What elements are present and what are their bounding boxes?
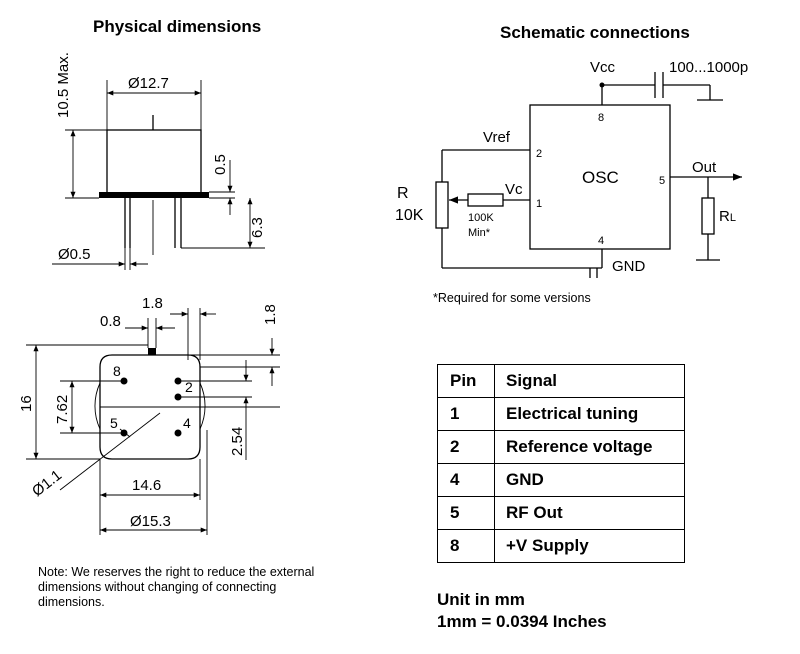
physical-title: Physical dimensions [93, 17, 261, 36]
pin-num-8: 8 [598, 112, 604, 124]
table-row: 4 GND [437, 463, 685, 497]
table-cell-pin: 1 [437, 397, 495, 431]
table-cell-pin: 4 [437, 463, 495, 497]
label-vc: Vc [505, 181, 523, 198]
dim-diameter-body: Ø12.7 [128, 75, 169, 92]
label-series-resistor-note: Min* [468, 227, 491, 239]
label-resistor-r: R [397, 185, 409, 202]
label-capacitor: 100...1000p [669, 59, 748, 76]
pin-table: Pin Signal 1 Electrical tuning 2 Referen… [437, 364, 685, 563]
table-row: 8 +V Supply [437, 529, 685, 563]
label-out: Out [692, 159, 717, 176]
dim-hole-diameter: Ø1.1 [29, 467, 65, 500]
pin-num-5: 5 [659, 175, 665, 187]
label-resistor-value: 10K [395, 207, 424, 224]
table-row: 2 Reference voltage [437, 430, 685, 464]
label-series-resistor: 100K [468, 212, 494, 224]
series-resistor [467, 193, 504, 207]
table-cell-signal: +V Supply [494, 529, 685, 563]
dim-width-outer: Ø15.3 [130, 513, 171, 530]
pin-num-2: 2 [536, 148, 542, 160]
dim-pin-spacing-top: 1.8 [142, 295, 163, 312]
dim-total-height: 16 [18, 395, 35, 412]
label-gnd: GND [612, 258, 646, 275]
units-block: Unit in mm 1mm = 0.0394 Inches [437, 589, 607, 633]
disclaimer-note: Note: We reserves the right to reduce th… [38, 565, 315, 609]
unit-line-2: 1mm = 0.0394 Inches [437, 612, 607, 631]
schematic-title: Schematic connections [500, 23, 690, 42]
table-cell-pin: 2 [437, 430, 495, 464]
label-vref: Vref [483, 129, 511, 146]
pin-num-4: 4 [598, 235, 604, 247]
table-cell-pin: 8 [437, 529, 495, 563]
table-row: 1 Electrical tuning [437, 397, 685, 431]
dim-pin-diameter: Ø0.5 [58, 246, 91, 263]
schematic-circuit [435, 72, 742, 278]
table-row: 5 RF Out [437, 496, 685, 530]
dim-right-offset: 1.8 [262, 304, 279, 325]
table-header-signal: Signal [494, 364, 685, 398]
table-header-row: Pin Signal [437, 364, 685, 398]
potentiometer [435, 181, 449, 229]
table-cell-pin: 5 [437, 496, 495, 530]
dim-height-max: 10.5 Max. [55, 52, 72, 118]
dim-pin-row-spacing: 7.62 [54, 395, 71, 424]
side-view [52, 80, 265, 270]
pin-label-5: 5 [110, 415, 118, 431]
label-load: RL [719, 208, 736, 225]
table-cell-signal: Electrical tuning [494, 397, 685, 431]
dim-base-thickness: 0.5 [212, 154, 229, 175]
pin-num-1: 1 [536, 198, 542, 210]
label-osc: OSC [582, 168, 619, 187]
dim-pin-gap: 2.54 [229, 427, 246, 456]
pin-label-8: 8 [113, 363, 121, 379]
pin-label-4: 4 [183, 415, 191, 431]
table-cell-signal: RF Out [494, 496, 685, 530]
dim-pin-length: 6.3 [249, 217, 266, 238]
table-cell-signal: Reference voltage [494, 430, 685, 464]
unit-line-1: Unit in mm [437, 590, 525, 609]
table-cell-signal: GND [494, 463, 685, 497]
table-header-pin: Pin [437, 364, 495, 398]
bottom-view [26, 308, 280, 535]
dim-pin-offset-top: 0.8 [100, 313, 121, 330]
label-vcc: Vcc [590, 59, 616, 76]
footnote: *Required for some versions [433, 291, 591, 305]
load-resistor [701, 197, 715, 235]
pin-label-2: 2 [185, 379, 193, 395]
dim-width-inner: 14.6 [132, 477, 161, 494]
